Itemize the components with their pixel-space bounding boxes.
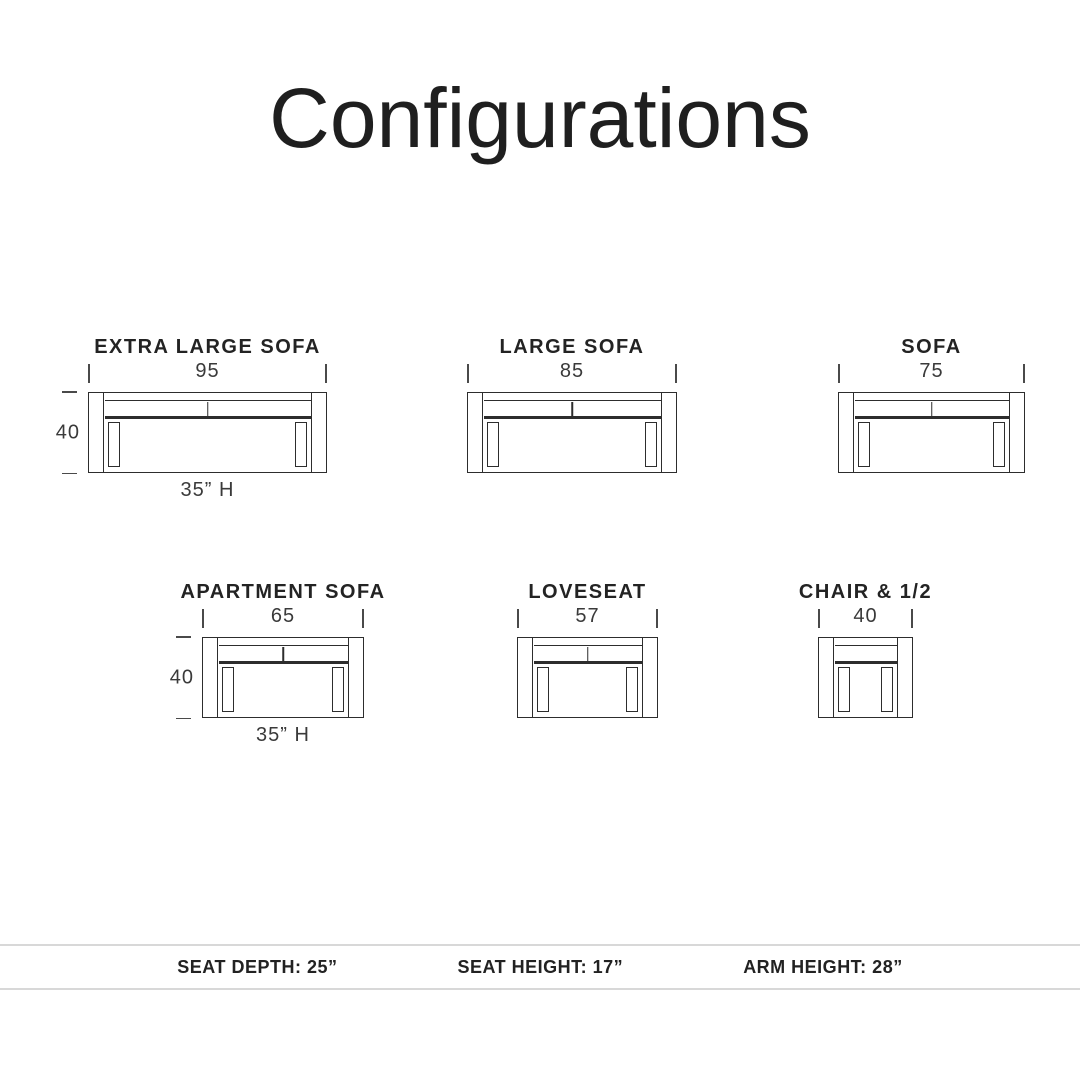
diagram-title: LARGE SOFA [499, 336, 645, 358]
sofa-back-cushions [854, 402, 1009, 419]
sofa-back-cushions [483, 402, 661, 419]
page-title: Configurations [269, 71, 811, 165]
dimension-tick-right [1023, 364, 1025, 383]
sofa-arm-left [839, 393, 854, 472]
dimension-tick-right [656, 609, 658, 628]
diagram-extra-large-sofa: EXTRA LARGE SOFA 95 40 35” H [56, 336, 327, 501]
sofa-top-view [467, 392, 677, 473]
width-value: 65 [270, 605, 296, 627]
dimension-tick-left [88, 364, 90, 383]
sofa-arm-right [311, 393, 326, 472]
sofa-back-frame [854, 393, 1009, 401]
sofa-back-cushions [218, 647, 348, 664]
chair-arm-right [897, 638, 912, 717]
depth-value: 40 [169, 666, 194, 688]
sofa-arm-left [203, 638, 218, 717]
sofa-top-view [517, 637, 658, 718]
sofa-back-frame [104, 393, 311, 401]
dimension-tick-bottom [62, 472, 77, 474]
diagram-title: SOFA [901, 336, 962, 358]
diagram-apartment-sofa: APARTMENT SOFA 65 40 35” H [170, 581, 384, 746]
seat-depth-spec: SEAT DEPTH: 25” [177, 956, 338, 977]
sofa-arm-right [348, 638, 363, 717]
dimension-tick-left [202, 609, 204, 628]
width-dimension: 85 [467, 360, 677, 383]
chair-seat-detail-right [881, 667, 893, 712]
dimension-tick-left [517, 609, 519, 628]
sofa-arm-right [661, 393, 676, 472]
dimension-tick-left [838, 364, 840, 383]
width-dimension: 95 [88, 360, 327, 383]
width-value: 75 [919, 360, 944, 382]
sofa-back-cushions [533, 647, 642, 664]
chair-seat-detail-left [838, 667, 850, 712]
width-dimension: 40 [818, 605, 913, 628]
height-label: 35” H [180, 479, 235, 501]
chair-back-cushion [834, 647, 897, 664]
depth-dimension: 40 [56, 391, 79, 474]
sofa-seat-detail-right [295, 422, 307, 467]
diagram-title: CHAIR & 1/2 [798, 581, 933, 603]
sofa-arm-left [518, 638, 533, 717]
dimension-tick-right [911, 609, 913, 628]
width-dimension: 65 [202, 605, 364, 628]
height-label: 35” H [256, 724, 310, 746]
sofa-top-view [88, 392, 327, 473]
sofa-seat-detail-left [108, 422, 120, 467]
width-value: 57 [575, 605, 600, 627]
diagram-sofa: SOFA 75 [838, 336, 1025, 473]
diagram-chair-and-a-half: CHAIR & 1/2 40 [799, 581, 931, 718]
dimension-tick-top [176, 636, 191, 638]
spec-bar: SEAT DEPTH: 25” SEAT HEIGHT: 17” ARM HEI… [0, 944, 1080, 990]
dimension-tick-bottom [176, 717, 191, 719]
dimension-tick-right [362, 609, 364, 628]
sofa-back-cushions [104, 402, 311, 419]
diagram-loveseat: LOVESEAT 57 [517, 581, 658, 718]
sofa-seat-detail-left [858, 422, 870, 467]
diagram-title: LOVESEAT [528, 581, 647, 603]
diagram-title: EXTRA LARGE SOFA [94, 336, 321, 358]
chair-back-frame [834, 638, 897, 646]
sofa-back-frame [483, 393, 661, 401]
depth-value: 40 [55, 421, 80, 443]
dimension-tick-right [675, 364, 677, 383]
diagram-large-sofa: LARGE SOFA 85 [467, 336, 677, 473]
dimension-tick-top [62, 391, 77, 393]
arm-height-spec: ARM HEIGHT: 28” [743, 956, 903, 977]
width-dimension: 57 [517, 605, 658, 628]
sofa-back-frame [218, 638, 348, 646]
seat-height-spec: SEAT HEIGHT: 17” [457, 956, 624, 977]
dimension-tick-right [325, 364, 327, 383]
sofa-seat-detail-left [487, 422, 499, 467]
sofa-top-view [838, 392, 1025, 473]
chair-top-view [818, 637, 913, 718]
depth-dimension: 40 [170, 636, 193, 719]
diagram-title: APARTMENT SOFA [180, 581, 386, 603]
sofa-seat-detail-right [993, 422, 1005, 467]
dimension-tick-left [818, 609, 820, 628]
dimension-tick-left [467, 364, 469, 383]
sofa-seat-detail-right [626, 667, 638, 712]
width-value: 95 [195, 360, 220, 382]
sofa-seat-detail-right [332, 667, 344, 712]
sofa-arm-left [89, 393, 104, 472]
width-value: 85 [559, 360, 585, 382]
chair-arm-left [819, 638, 834, 717]
sofa-seat-detail-left [537, 667, 549, 712]
sofa-arm-right [642, 638, 657, 717]
sofa-seat-detail-left [222, 667, 234, 712]
sofa-seat-detail-right [645, 422, 657, 467]
width-dimension: 75 [838, 360, 1025, 383]
sofa-top-view [202, 637, 364, 718]
width-value: 40 [853, 605, 878, 627]
sofa-arm-right [1009, 393, 1024, 472]
sofa-arm-left [468, 393, 483, 472]
sofa-back-frame [533, 638, 642, 646]
